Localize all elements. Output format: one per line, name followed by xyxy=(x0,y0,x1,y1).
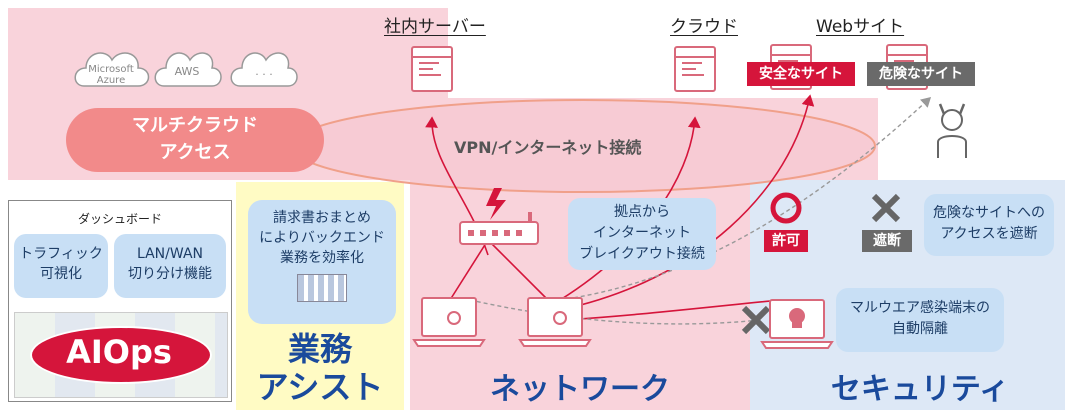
server-icon-cloud xyxy=(674,46,716,92)
assist-title-line2: アシスト xyxy=(256,368,384,406)
cloud-label-aws: AWS xyxy=(174,65,200,78)
cloud-icon-aws xyxy=(154,52,222,87)
network-title: ネットワーク xyxy=(490,372,670,407)
permit-tag: 許可 xyxy=(764,230,808,252)
label-cloud: クラウド xyxy=(670,17,738,37)
block-tag: 遮断 xyxy=(862,230,912,252)
assist-bubble: 請求書おまとめ によりバックエンド 業務を効率化 xyxy=(248,200,396,324)
multicloud-pill xyxy=(66,108,324,172)
assist-title: 業務 アシスト xyxy=(236,330,404,406)
invoice-icon xyxy=(297,274,347,302)
multicloud-line1: マルチクラウド xyxy=(132,115,258,136)
laptop-icon-1 xyxy=(412,297,486,347)
infected-laptop-icon xyxy=(760,299,834,349)
devil-icon xyxy=(937,103,967,158)
line-router-laptop1 xyxy=(449,239,489,301)
line-dashed-infected xyxy=(469,299,761,325)
aiops-label: AIOps xyxy=(66,333,172,371)
cloud-label-azure: Microsoft Azure xyxy=(88,64,134,86)
tag-danger-site: 危険なサイト xyxy=(867,62,975,86)
multicloud-label: マルチクラウド アクセス xyxy=(66,112,324,166)
dashboard-title: ダッシュボード xyxy=(77,212,162,226)
block-desc-bubble: 危険なサイトへの アクセスを遮断 xyxy=(924,194,1054,256)
label-internal-server: 社内サーバー xyxy=(384,17,486,37)
vpn-label: VPN/インターネット接続 xyxy=(454,138,642,157)
server-icon-internal xyxy=(411,46,453,92)
line-laptop2-infected xyxy=(564,299,781,321)
assist-title-line1: 業務 xyxy=(287,330,352,368)
multicloud-line2: アクセス xyxy=(159,142,231,163)
cloud-icon-azure xyxy=(74,52,150,87)
permit-circle-icon xyxy=(770,192,802,224)
block-x-icon xyxy=(871,193,901,223)
isolate-bubble: マルウエア感染端末の 自動隔離 xyxy=(836,288,1004,352)
router-icon xyxy=(459,188,539,245)
breakout-bubble: 拠点から インターネット ブレイクアウト接続 xyxy=(568,198,716,270)
aiops-oval xyxy=(30,326,212,384)
assist-bubble-text: 請求書おまとめ によりバックエンド 業務を効率化 xyxy=(259,210,385,266)
line-laptop2-safe xyxy=(559,94,815,311)
lanwan-badge: LAN/WAN 切り分け機能 xyxy=(114,234,226,298)
isolate-x-icon xyxy=(741,305,771,335)
laptop-icon-2 xyxy=(518,297,592,347)
tag-safe-site: 安全なサイト xyxy=(747,62,855,86)
traffic-badge: トラフィック 可視化 xyxy=(14,234,108,298)
security-title: セキュリティ xyxy=(830,372,1010,407)
cloud-label-more: . . . xyxy=(255,65,273,78)
cloud-icon-more xyxy=(230,52,298,87)
label-web: Webサイト xyxy=(816,17,905,37)
line-router-laptop2 xyxy=(487,239,549,301)
line-dashed-danger xyxy=(559,97,932,301)
